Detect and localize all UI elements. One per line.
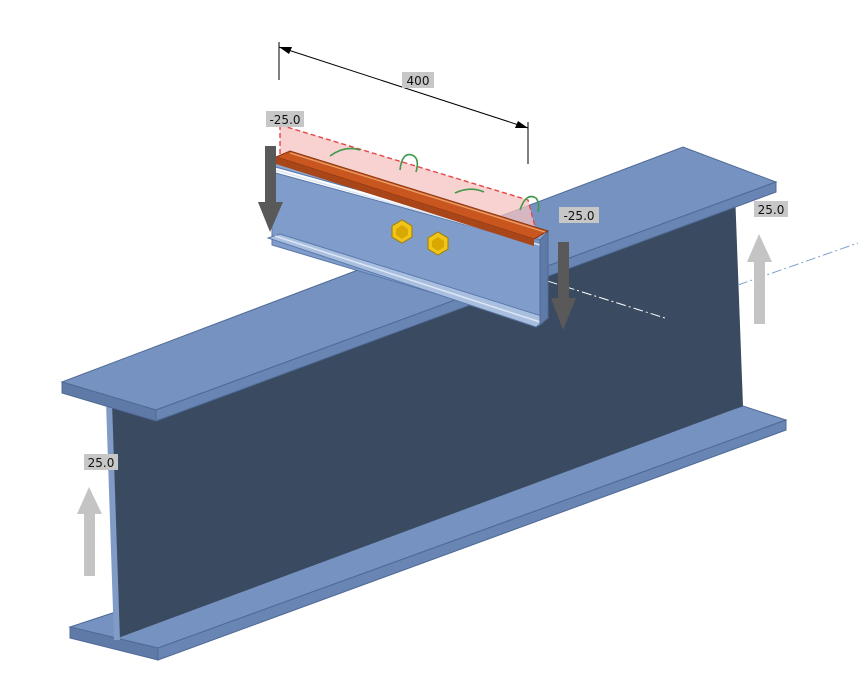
beam-web <box>108 192 743 638</box>
dimension-400[interactable]: 400 <box>278 42 529 164</box>
load-label-box <box>266 111 304 127</box>
dimension-label: 400 <box>407 74 430 88</box>
rotation-icon <box>329 147 361 157</box>
bolt-2[interactable] <box>427 231 449 256</box>
rotation-icon <box>399 153 419 173</box>
dimension-label-box <box>402 72 434 88</box>
rotation-icon <box>519 195 540 213</box>
rotation-icon <box>454 188 485 194</box>
rotation-markers <box>329 147 540 213</box>
load-label-right-side: 25.0 <box>758 203 785 217</box>
bolt-1[interactable] <box>391 219 413 244</box>
top-plate <box>274 150 550 246</box>
load-arrow-right-side[interactable]: 25.0 <box>747 201 788 324</box>
bottom-flange-side <box>157 419 787 661</box>
load-label-left-side: 25.0 <box>88 456 115 470</box>
load-label-right-top: -25.0 <box>563 209 594 223</box>
load-arrow-right-top[interactable]: -25.0 <box>551 207 599 330</box>
load-label-box <box>84 454 118 470</box>
load-arrow-left-top[interactable]: -25.0 <box>258 111 304 232</box>
load-label-box <box>559 207 599 223</box>
load-arrow-left-side[interactable]: 25.0 <box>77 454 118 576</box>
load-label-left-top: -25.0 <box>269 113 300 127</box>
load-label-box <box>754 201 788 217</box>
bolts[interactable] <box>391 219 449 256</box>
channel-end-face <box>539 230 549 327</box>
